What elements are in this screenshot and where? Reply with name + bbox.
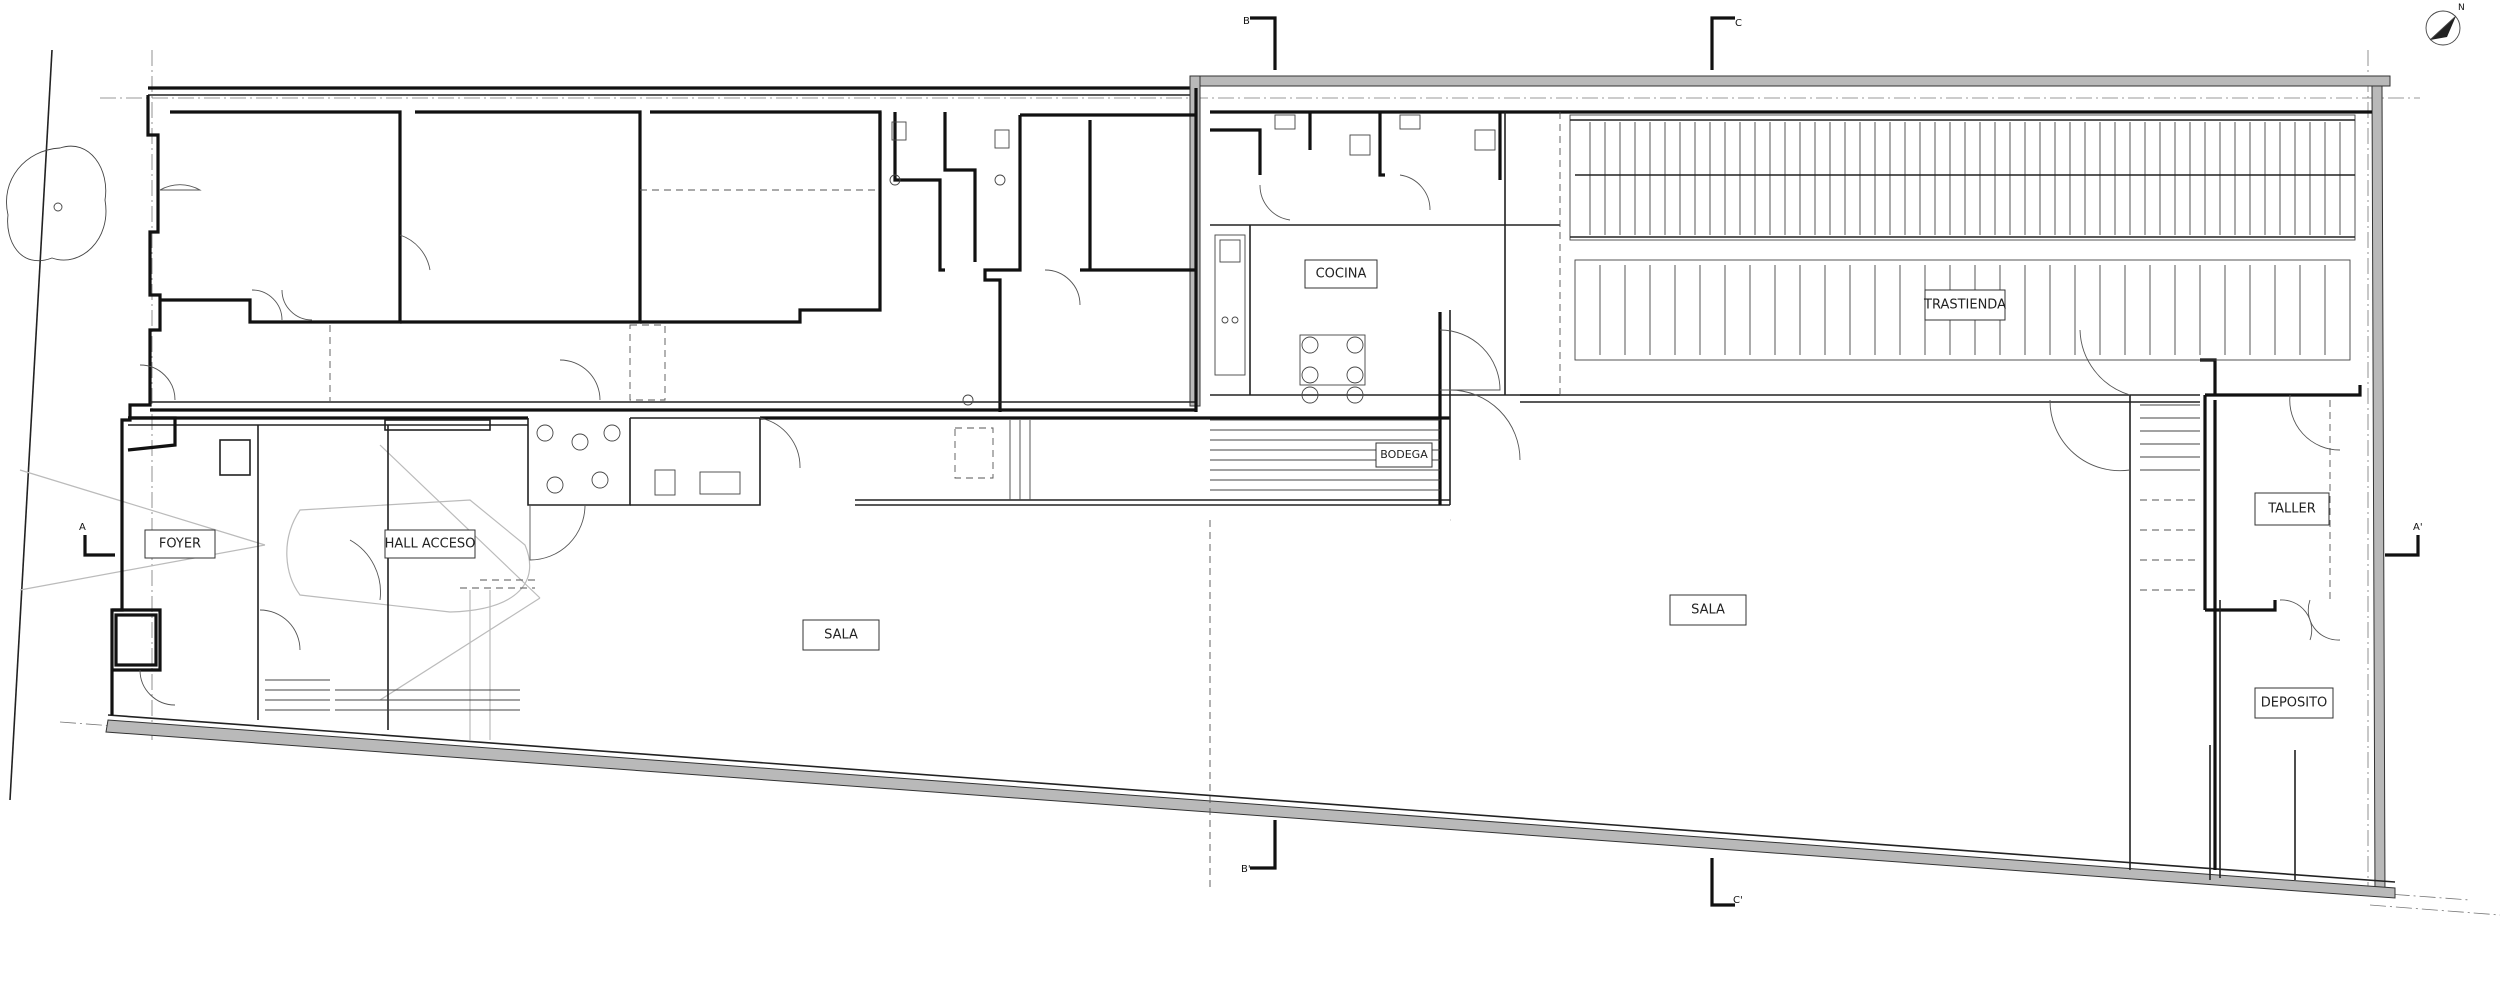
north-label: N (2458, 3, 2465, 13)
room-name: FOYER (159, 537, 201, 552)
projection-lines (329, 112, 2331, 890)
section-a-label: A (79, 522, 86, 533)
section-c-label: C (1735, 18, 1742, 29)
north-arrow-icon: N (2425, 3, 2465, 46)
doors (139, 174, 2341, 706)
room-label-taller: TALLER (2254, 492, 2330, 526)
section-c-prime-label: C' (1733, 895, 1743, 906)
room-label-sala-right: SALA (1669, 594, 1747, 626)
section-markers: A A' B B' C C' (79, 16, 2423, 907)
room-label-cocina: COCINA (1304, 259, 1378, 289)
axis-lines (59, 50, 2500, 916)
room-name: DEPOSITO (2261, 696, 2328, 711)
room-name: BODEGA (1380, 448, 1428, 461)
room-label-trastienda: TRASTIENDA (1923, 289, 2006, 321)
room-label-deposito: DEPOSITO (2254, 687, 2334, 719)
parking-outline (19, 444, 541, 740)
section-b-label: B (1243, 16, 1250, 27)
room-name: SALA (1691, 603, 1725, 618)
room-label-hall-acceso: HALL ACCESO (384, 529, 476, 559)
room-label-bodega: BODEGA (1375, 442, 1433, 468)
room-name: TRASTIENDA (1923, 298, 2006, 313)
room-label-sala-left: SALA (802, 619, 880, 651)
sanitary-fixtures (654, 114, 1496, 496)
shelving (1569, 114, 2356, 361)
section-b-prime-label: B' (1241, 864, 1251, 875)
room-name: COCINA (1316, 267, 1367, 282)
room-name: TALLER (2267, 502, 2316, 517)
room-name: SALA (824, 628, 858, 643)
stairs (265, 404, 2200, 711)
building-walls (105, 75, 2396, 899)
room-label-foyer: FOYER (144, 529, 216, 559)
section-a-prime-label: A' (2413, 522, 2423, 533)
tree-icon (6, 145, 107, 261)
room-name: HALL ACCESO (385, 537, 476, 552)
plant-icons (536, 424, 621, 494)
kitchen-fixtures (1214, 234, 1366, 404)
street-boundary (9, 49, 53, 801)
